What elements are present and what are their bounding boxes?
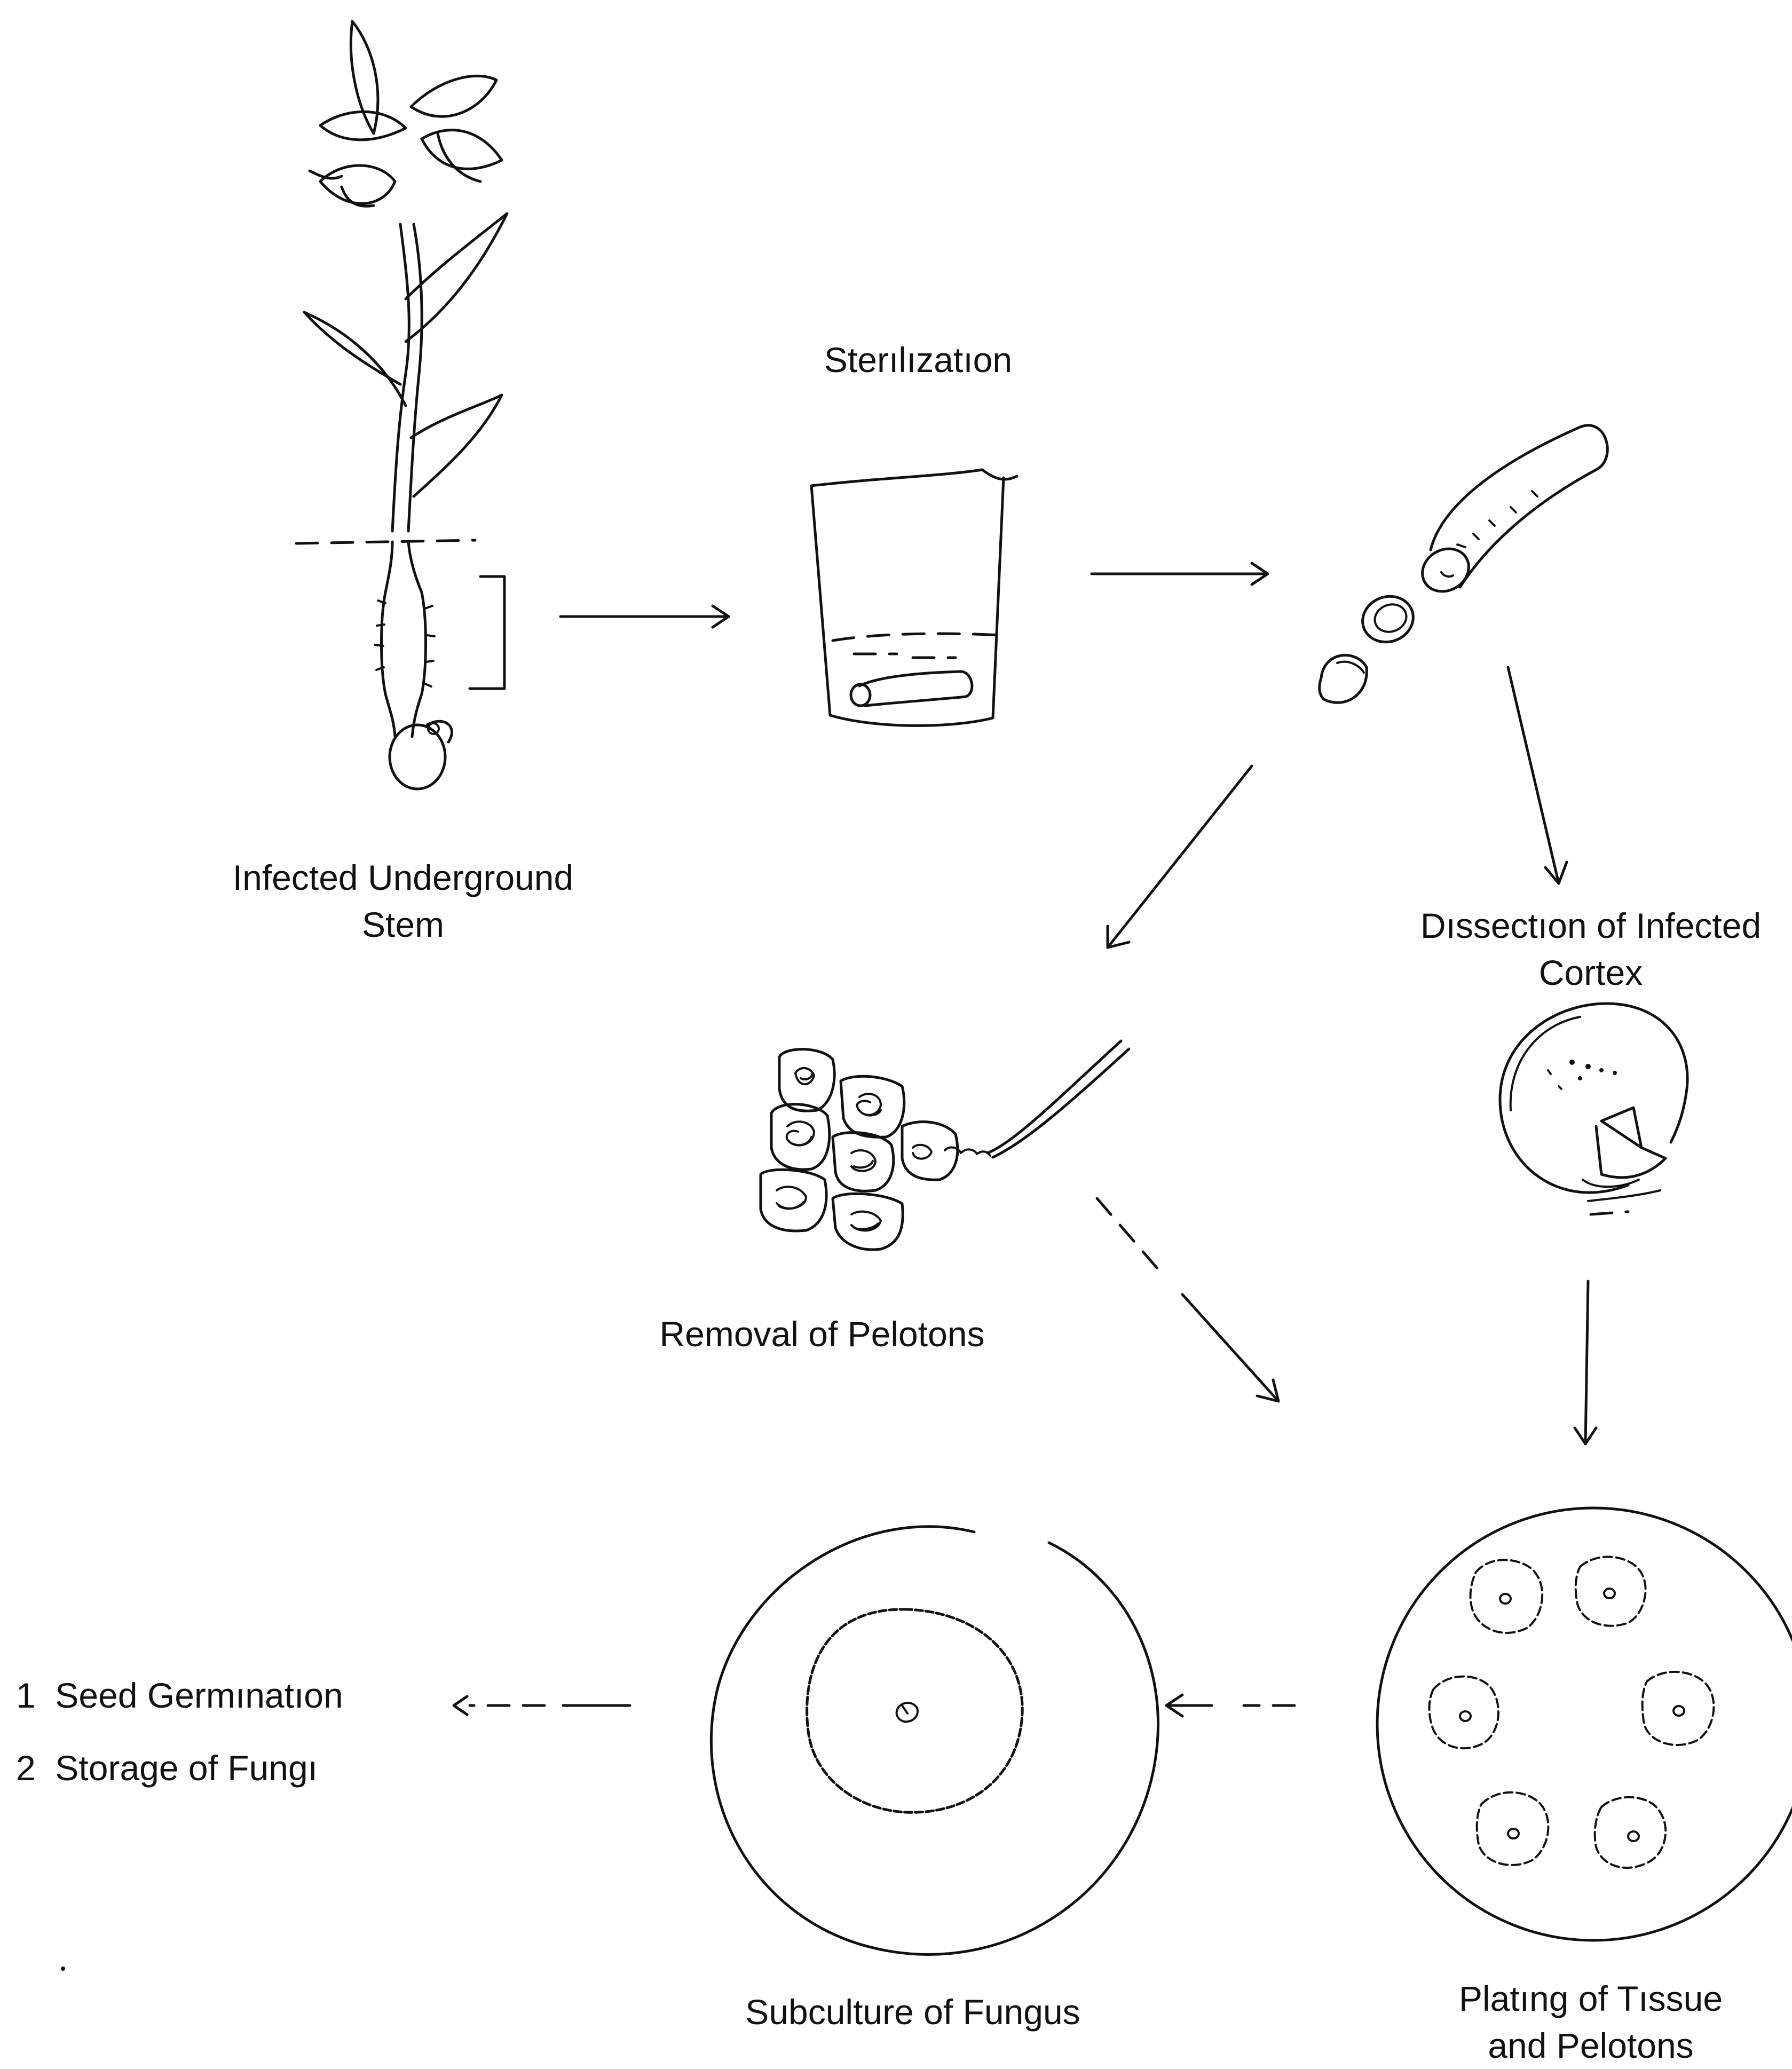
stray-dot [61,1967,65,1971]
petri-dish-plating-icon [1377,1508,1792,1940]
dissection-label-line1: Dıssectıon of Infected [1393,902,1788,949]
arrow-cortex-to-plating [1575,1281,1596,1444]
sterilization-label: Sterılızatıon [747,336,1089,383]
petri-dish-subculture-icon [711,1527,1158,1955]
peloton-cells-icon [761,1041,1129,1250]
subculture-label: Subculture of Fungus [699,1988,1126,2035]
outcome-number: 1 [16,1676,36,1715]
outcome-text: Seed Germınatıon [55,1676,343,1715]
outcomes-list: 1 Seed Germınatıon 2 Storage of Fungı [16,1659,400,1804]
plant-label: Infected Underground Stem [176,854,630,948]
arrow-slices-to-dissection [1508,667,1567,883]
pelotons-label: Removal of Pelotons [614,1310,1030,1357]
cortex-section-icon [1500,1004,1687,1214]
arrow-beaker-to-slices [1092,563,1268,585]
outcome-item: 1 Seed Germınatıon [16,1659,400,1732]
dissection-label-line2: Cortex [1393,949,1788,996]
outcome-item: 2 Storage of Fungı [16,1732,400,1804]
stem-slices-icon [1320,425,1608,702]
plating-label-line1: Platıng of Tıssue [1399,1975,1783,2022]
arrow-pelotons-to-plating [1097,1198,1278,1401]
orchid-plant-icon [296,21,507,789]
beaker-icon [811,470,1017,725]
outcome-number: 2 [16,1748,36,1788]
plating-label-line2: and Pelotons [1399,2022,1783,2069]
dissection-label: Dıssectıon of Infected Cortex [1393,902,1788,996]
arrow-slices-to-pelotons [1108,766,1252,947]
arrow-plating-to-subculture [1166,1695,1294,1716]
plant-label-line1: Infected Underground [176,854,630,901]
arrow-plant-to-beaker [561,606,729,627]
plant-label-line2: Stem [176,901,630,948]
outcome-text: Storage of Fungı [55,1748,318,1788]
arrow-subculture-to-outcomes [454,1696,630,1715]
